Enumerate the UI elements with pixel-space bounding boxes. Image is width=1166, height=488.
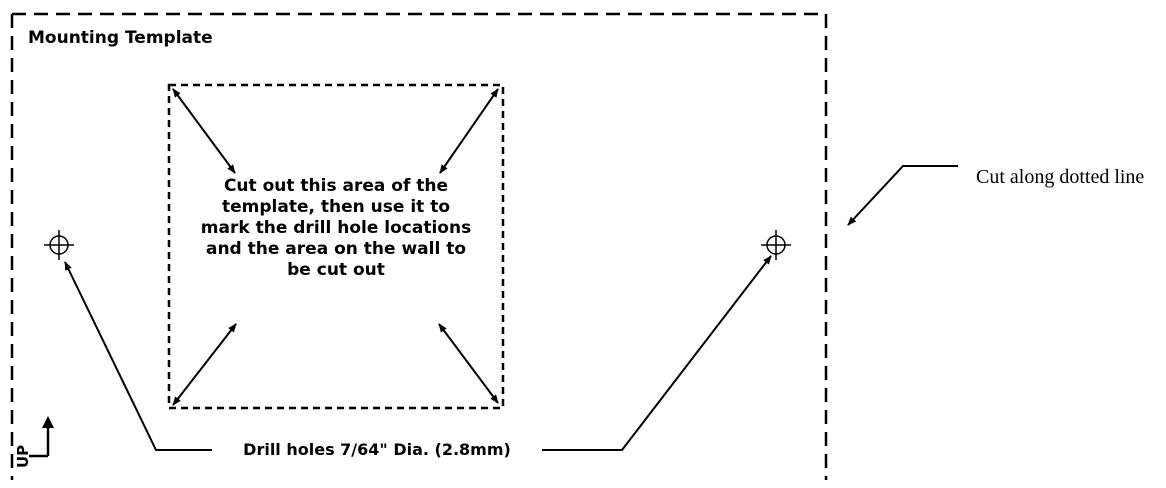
drill-leader-lines — [64, 255, 772, 451]
arrow-bottom-left — [172, 323, 237, 406]
cutout-dashed-area — [167, 83, 505, 410]
template-title: Mounting Template — [28, 28, 213, 48]
crosshair-circle-icon — [44, 230, 74, 260]
cut-note-leader — [847, 165, 958, 226]
arrow-up-icon — [29, 416, 54, 458]
arrow-bottom-right — [438, 323, 499, 404]
arrow-top-left — [172, 88, 236, 174]
cut-along-dotted-line-note: Cut along dotted line — [976, 166, 1145, 188]
cutout-instructions: Cut out this area of the template, then … — [200, 176, 472, 280]
arrow-top-right — [439, 88, 499, 174]
up-indicator: UP — [14, 445, 34, 488]
outer-dashed-border — [10, 12, 828, 480]
crosshair-circle-icon — [761, 230, 791, 260]
corner-arrows — [172, 88, 499, 406]
up-label: UP — [14, 444, 32, 468]
drill-holes-label: Drill holes 7/64" Dia. (2.8mm) — [243, 440, 511, 459]
